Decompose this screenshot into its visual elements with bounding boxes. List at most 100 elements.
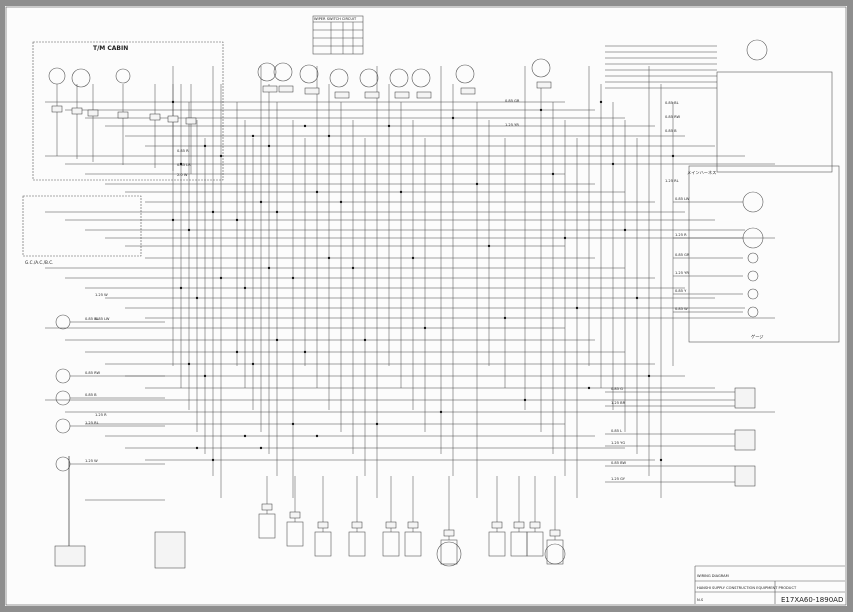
junction-dot (647, 374, 651, 378)
connector-symbol (359, 68, 379, 88)
gauge-label: ゲージ (751, 333, 763, 340)
connector (87, 109, 99, 117)
wire-label: 0.85 G (611, 387, 623, 391)
connector (460, 87, 476, 95)
junction-dot (339, 200, 343, 204)
lamp-symbol (55, 390, 71, 406)
junction-dot (315, 190, 319, 194)
wire-label: 0.85 BL (85, 317, 99, 321)
connector (262, 85, 278, 93)
junction-dot (203, 144, 207, 148)
junction-dot (179, 286, 183, 290)
junction-dot (575, 306, 579, 310)
device-symbol (258, 513, 276, 539)
junction-dot (211, 210, 215, 214)
cabin-title: T/M CABIN (93, 45, 128, 52)
connector (364, 91, 380, 99)
device-symbol (510, 531, 528, 557)
connector (385, 521, 397, 529)
junction-dot (375, 422, 379, 426)
junction-dot (351, 266, 355, 270)
wire-label: 0.85 R (177, 149, 189, 153)
device-symbol (286, 521, 304, 547)
wire-label: 0.85 L (611, 429, 622, 433)
wiper-switch-table-title: WIPER SWITCH CIRCUIT (314, 17, 357, 21)
wire-label: 0.85 LW (675, 197, 690, 201)
junction-dot (363, 338, 367, 342)
junction-dot (599, 100, 603, 104)
connector (51, 105, 63, 113)
connector (734, 465, 756, 487)
connector (317, 521, 329, 529)
junction-dot (235, 350, 239, 354)
gauge-symbol (747, 288, 759, 300)
connector-symbol (257, 62, 277, 82)
wire-label: 1.25 R (675, 233, 687, 237)
wire-label: 1.25 YG (611, 441, 625, 445)
connector-symbol (531, 58, 551, 78)
component-symbol (115, 68, 131, 84)
wire-label: 0.85 GR (505, 99, 520, 103)
connector-symbol (299, 64, 319, 84)
wire-label: 0.85 GR (675, 253, 690, 257)
junction-dot (563, 236, 567, 240)
junction-dot (303, 350, 307, 354)
connector (185, 117, 197, 125)
junction-dot (503, 316, 507, 320)
junction-dot (187, 228, 191, 232)
junction-dot (251, 362, 255, 366)
motor-symbol (544, 543, 566, 565)
ground-label: G.C./A.C./B.C. (25, 260, 54, 265)
connector (734, 429, 756, 451)
junction-dot (451, 116, 455, 120)
connector-symbol (455, 64, 475, 84)
connector (334, 91, 350, 99)
gauge-symbol (747, 306, 759, 318)
wire-label: 1.25 BR (611, 401, 626, 405)
device-symbol (348, 531, 366, 557)
device-symbol (404, 531, 422, 557)
wire-label: 0.85 B (665, 129, 677, 133)
device-symbol (382, 531, 400, 557)
junction-dot (243, 434, 247, 438)
harness-label: メインハーネス (687, 170, 716, 176)
junction-dot (551, 172, 555, 176)
junction-dot (291, 422, 295, 426)
wiring-diagram: T/M CABIN WIPER SWITCH CIRCUIT G.C./A.C.… (5, 6, 847, 606)
wire-label: 1.25 W (85, 459, 98, 463)
junction-dot (187, 362, 191, 366)
connector (407, 521, 419, 529)
junction-dot (195, 446, 199, 450)
junction-dot (303, 124, 307, 128)
junction-dot (235, 218, 239, 222)
junction-dot (611, 162, 615, 166)
wire-label: 1.25 GY (611, 477, 626, 481)
lamp-symbol (55, 456, 71, 472)
junction-dot (327, 256, 331, 260)
junction-dot (259, 446, 263, 450)
connector-symbol (329, 68, 349, 88)
junction-dot (219, 276, 223, 280)
drawing-frame (5, 6, 847, 606)
connector-symbol (411, 68, 431, 88)
title-block-scale: N.S (697, 598, 704, 602)
relay-block (22, 195, 142, 257)
title-block: HANSHI SUPPLY CONSTRUCTION EQUIPMENT PRO… (694, 565, 845, 604)
device-symbol (546, 539, 564, 565)
wire-label: 0.85 LR (177, 163, 191, 167)
connector (154, 531, 186, 569)
junction-dot (275, 338, 279, 342)
junction-dot (171, 218, 175, 222)
junction-dot (195, 296, 199, 300)
wire-label: 1.25 RL (85, 421, 99, 425)
generated-wiring: 0.85 BL0.85 RW0.85 B1.25 RL1.25 W0.85 LW… (45, 39, 775, 569)
junction-dot (523, 398, 527, 402)
device-symbol (526, 531, 544, 557)
wire-label: 1.25 YR (505, 123, 519, 127)
lamp-symbol (55, 314, 71, 330)
title-block-company: HANSHI SUPPLY CONSTRUCTION EQUIPMENT PRO… (697, 586, 797, 590)
connector (54, 545, 86, 567)
connector (529, 521, 541, 529)
wire-label: 1.25 RL (665, 179, 679, 183)
connector (536, 81, 552, 89)
